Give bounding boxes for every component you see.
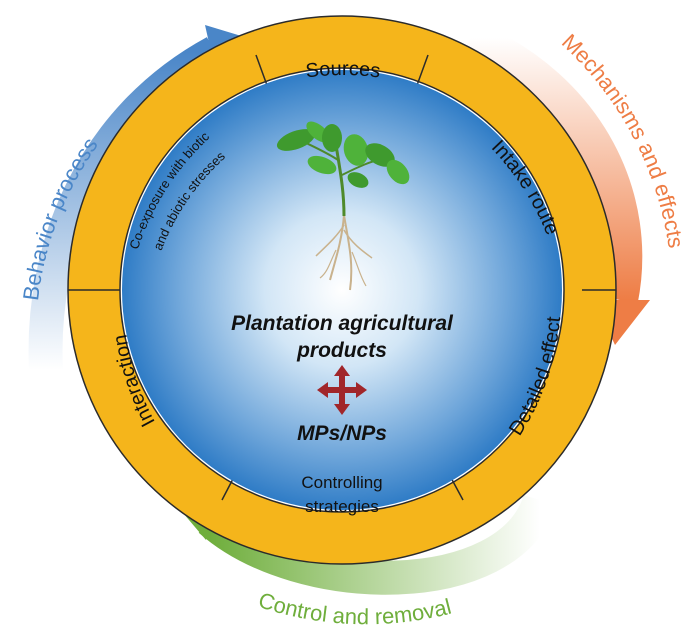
segment-controlling-line2: strategies	[305, 497, 379, 516]
seedling-icon	[276, 121, 410, 291]
center-title-line2: products	[296, 339, 387, 362]
segment-sources: Sources	[304, 58, 381, 83]
center-disc	[122, 70, 562, 510]
four-way-arrow-icon	[317, 365, 367, 415]
segment-controlling-line1: Controlling	[301, 473, 382, 492]
label-control-removal: Control and removal	[256, 587, 454, 629]
center-title-line1: Plantation agricultural	[231, 312, 454, 335]
center-mps-nps: MPs/NPs	[297, 422, 387, 445]
